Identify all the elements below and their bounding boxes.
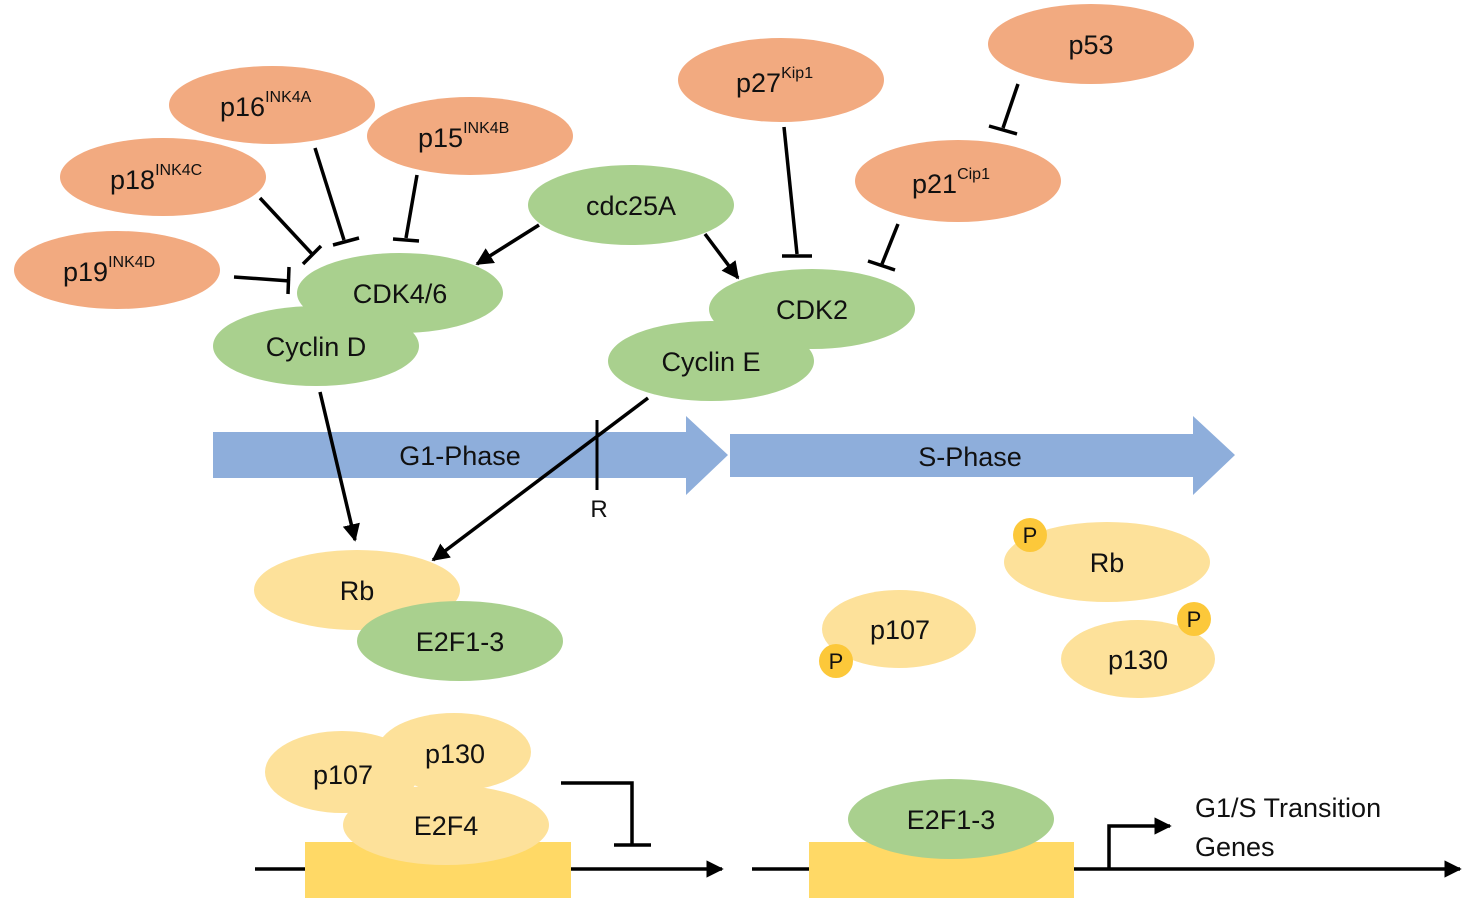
p19-inhibits-cdk46 [233,275,291,283]
active-promoter: E2F1-3 G1/S Transition Genes [752,779,1462,898]
p27-label: p27 [736,68,781,98]
p19-label: p19 [63,257,108,287]
svg-text:p16INK4A: p16INK4A [220,89,312,122]
repressed-transcription-marker [561,781,634,845]
g1s-genes-label-line2: Genes [1195,832,1275,862]
p16-superscript: INK4A [265,89,312,106]
p15-node: p15INK4B [367,97,573,175]
s-phase-arrow: S-Phase [730,416,1235,495]
p21-node: p21Cip1 [855,140,1061,222]
e2f13-label: E2F1-3 [416,627,505,657]
svg-text:p19INK4D: p19INK4D [63,254,155,287]
phosphate-marker [819,644,853,678]
phosphate-label: P [1023,523,1038,548]
p16-inhibits-cdk46 [313,147,346,241]
cdk2-label: CDK2 [776,295,848,325]
p19-superscript: INK4D [108,254,155,271]
p18-superscript: INK4C [155,162,202,179]
p21-label: p21 [912,169,957,199]
p18-inhibits-cdk46 [258,196,315,257]
p16-inhibition-bar [332,236,360,247]
repressor-p130-node [377,713,531,791]
p18-node: p18INK4C [60,138,266,216]
cyclin-d-node: Cyclin D [213,306,419,386]
repressed-promoter: p107 p130 E2F4 [255,713,724,898]
repressor-e2f4-node [343,785,549,865]
cdk46-label: CDK4/6 [353,279,448,309]
repressor-p130-label: p130 [425,739,485,769]
repressor-p107-label: p107 [313,760,373,790]
p18-inhibition-bar [301,244,323,266]
cdc25a-node: cdc25A [528,165,734,245]
p53-inhibits-p21 [1001,83,1020,129]
p15-inhibits-cdk46 [404,174,419,239]
restriction-point-label: R [590,496,607,523]
transcription-start-arrow [1107,817,1172,869]
phosphate-marker [1177,602,1211,636]
svg-text:p18INK4C: p18INK4C [110,162,202,195]
cdc25a-activates-cdk46 [475,223,540,266]
regulation-edges [233,83,1020,562]
cyclin-e-node: Cyclin E [608,321,814,401]
phospho-p130-label: p130 [1108,645,1168,675]
p27-inhibits-cdk2 [782,126,799,255]
p27-node: p27Kip1 [678,38,884,122]
phospho-rb-node: Rb P [1004,518,1210,602]
cycline-phosphorylates-rb [431,396,650,562]
phospho-rb-label: Rb [1090,548,1125,578]
p27-superscript: Kip1 [781,65,813,82]
repressor-e2f4-label: E2F4 [414,811,479,841]
activator-e2f13-label: E2F1-3 [907,805,996,835]
g1-phase-label: G1-Phase [399,441,521,471]
p53-label: p53 [1068,30,1113,60]
phospho-p107-label: p107 [870,615,930,645]
e2f13-node: E2F1-3 [357,601,563,681]
p21-superscript: Cip1 [957,166,990,183]
p19-node: p19INK4D [14,231,220,309]
g1s-genes-label-line1: G1/S Transition [1195,793,1381,823]
p21-inhibition-bar [867,259,896,272]
p16-node: p16INK4A [169,66,375,144]
phospho-p130-node: p130 P [1061,602,1215,698]
cyclin-e-label: Cyclin E [661,347,760,377]
activator-e2f13-node [848,779,1054,859]
cdc25a-label: cdc25A [586,191,676,221]
svg-text:p21Cip1: p21Cip1 [912,166,990,199]
p16-label: p16 [220,92,265,122]
svg-text:p15INK4B: p15INK4B [418,120,509,153]
g1-phase-arrow: G1-Phase [213,416,728,495]
p21-inhibits-cdk2 [880,223,900,265]
p53-node: p53 [988,4,1194,84]
p18-label: p18 [110,165,155,195]
phosphate-marker [1013,518,1047,552]
svg-text:p27Kip1: p27Kip1 [736,65,813,98]
cdc25a-activates-cdk2 [703,232,740,280]
phosphate-label: P [1187,607,1202,632]
p15-superscript: INK4B [463,120,509,137]
cyclind-phosphorylates-rb [318,391,360,542]
s-phase-label: S-Phase [918,442,1022,472]
phospho-p107-node: p107 P [819,590,976,678]
p53-inhibition-bar [988,124,1018,136]
p19-inhibition-bar [286,266,291,295]
rb-label: Rb [340,576,375,606]
p15-label: p15 [418,123,463,153]
phosphate-label: P [829,649,844,674]
p15-inhibition-bar [392,237,420,243]
cyclin-d-label: Cyclin D [266,332,367,362]
